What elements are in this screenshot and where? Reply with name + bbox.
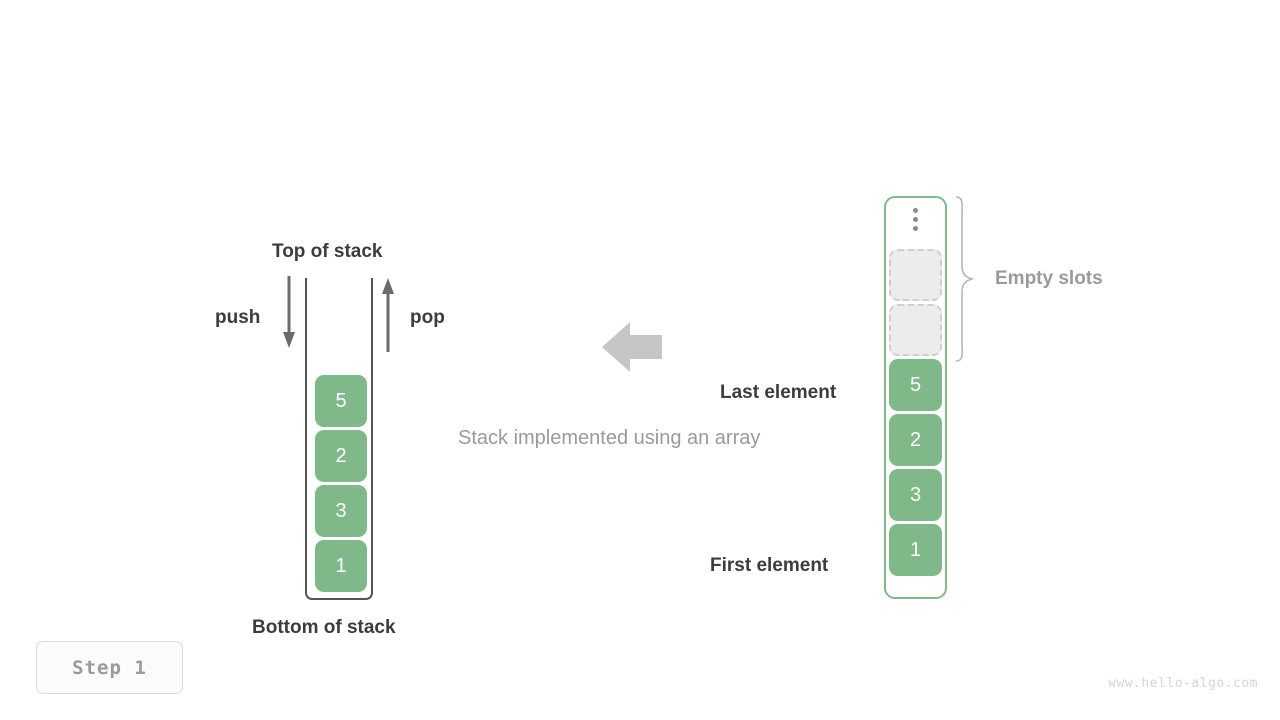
stack-cell: 1 bbox=[315, 540, 367, 592]
array-slot-list: 5 2 3 1 bbox=[886, 198, 945, 579]
stack-container: 5 2 3 1 bbox=[305, 278, 373, 600]
empty-slots-brace-icon bbox=[955, 196, 974, 362]
watermark-text: www.hello-algo.com bbox=[1108, 676, 1258, 691]
last-element-label: Last element bbox=[720, 382, 837, 403]
empty-slots-label: Empty slots bbox=[995, 268, 1103, 289]
push-label: push bbox=[215, 307, 261, 328]
pop-arrow-icon bbox=[382, 278, 394, 352]
array-slot-filled: 2 bbox=[889, 414, 942, 466]
caption-text: Stack implemented using an array bbox=[458, 427, 761, 449]
array-slot-filled: 1 bbox=[889, 524, 942, 576]
bottom-of-stack-label: Bottom of stack bbox=[252, 617, 396, 638]
array-container: 5 2 3 1 bbox=[884, 196, 947, 599]
array-slot-filled: 5 bbox=[889, 359, 942, 411]
top-of-stack-label: Top of stack bbox=[272, 241, 383, 262]
push-arrow-icon bbox=[283, 276, 295, 348]
pop-label: pop bbox=[410, 307, 445, 328]
stack-cell: 5 bbox=[315, 375, 367, 427]
array-slot-filled: 3 bbox=[889, 469, 942, 521]
array-slot-empty bbox=[889, 249, 942, 301]
transform-left-arrow-icon bbox=[602, 322, 662, 372]
stack-cell-list: 5 2 3 1 bbox=[307, 372, 375, 595]
vertical-ellipsis-icon bbox=[886, 208, 945, 231]
array-slot-empty bbox=[889, 304, 942, 356]
first-element-label: First element bbox=[710, 555, 829, 576]
stack-cell: 2 bbox=[315, 430, 367, 482]
stack-cell: 3 bbox=[315, 485, 367, 537]
step-badge: Step 1 bbox=[36, 641, 183, 694]
